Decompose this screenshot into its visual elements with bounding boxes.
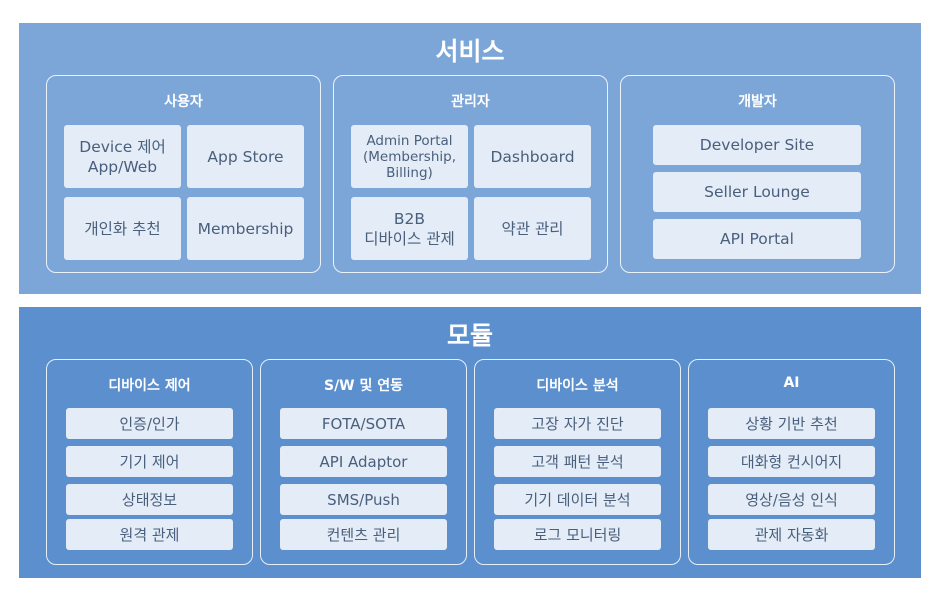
module-item-sms-push: SMS/Push [280, 484, 447, 515]
modules-group-sw-integration: S/W 및 연동 FOTA/SOTA API Adaptor SMS/Push … [260, 359, 467, 565]
services-panel: 서비스 사용자 Device 제어 App/Web App Store 개인화 … [19, 23, 921, 294]
module-item-status-info: 상태정보 [66, 484, 233, 515]
module-item-fota-sota: FOTA/SOTA [280, 408, 447, 439]
module-item-api-adaptor: API Adaptor [280, 446, 447, 477]
module-item-monitoring-automation: 관제 자동화 [708, 519, 875, 550]
services-group-user: 사용자 Device 제어 App/Web App Store 개인화 추천 M… [46, 75, 321, 273]
group-title-admin: 관리자 [451, 94, 490, 110]
service-item-admin-portal: Admin Portal (Membership, Billing) [351, 125, 468, 188]
modules-panel: 모듈 디바이스 제어 인증/인가 기기 제어 상태정보 원격 관제 S/W 및 … [19, 307, 921, 578]
group-title-device-control: 디바이스 제어 [108, 378, 191, 394]
services-group-admin: 관리자 Admin Portal (Membership, Billing) D… [333, 75, 608, 273]
module-item-device-data-analysis: 기기 데이터 분석 [494, 484, 661, 515]
services-title: 서비스 [435, 37, 505, 66]
module-item-customer-pattern: 고객 패턴 분석 [494, 446, 661, 477]
group-title-ai: AI [783, 375, 800, 391]
service-item-device-control-app: Device 제어 App/Web [64, 125, 181, 188]
module-item-device-control: 기기 제어 [66, 446, 233, 477]
module-item-auth: 인증/인가 [66, 408, 233, 439]
modules-group-ai: AI 상황 기반 추천 대화형 컨시어지 영상/음성 인식 관제 자동화 [688, 359, 895, 565]
service-item-personalized-recommendation: 개인화 추천 [64, 197, 181, 260]
group-title-sw-integration: S/W 및 연동 [323, 378, 404, 394]
services-group-developer: 개발자 Developer Site Seller Lounge API Por… [620, 75, 895, 273]
group-title-developer: 개발자 [738, 94, 777, 110]
module-item-self-diagnosis: 고장 자가 진단 [494, 408, 661, 439]
service-item-developer-site: Developer Site [653, 125, 861, 165]
service-item-dashboard: Dashboard [474, 125, 591, 188]
module-item-content-management: 컨텐츠 관리 [280, 519, 447, 550]
service-item-b2b-device-monitoring: B2B 디바이스 관제 [351, 197, 468, 260]
module-item-log-monitoring: 로그 모니터링 [494, 519, 661, 550]
service-item-api-portal: API Portal [653, 219, 861, 259]
service-item-terms-management: 약관 관리 [474, 197, 591, 260]
modules-title: 모듈 [446, 321, 493, 350]
module-item-vision-voice-recognition: 영상/음성 인식 [708, 484, 875, 515]
modules-group-device-analysis: 디바이스 분석 고장 자가 진단 고객 패턴 분석 기기 데이터 분석 로그 모… [474, 359, 681, 565]
modules-group-device-control: 디바이스 제어 인증/인가 기기 제어 상태정보 원격 관제 [46, 359, 253, 565]
group-title-user: 사용자 [164, 94, 203, 110]
module-item-conversational-concierge: 대화형 컨시어지 [708, 446, 875, 477]
module-item-context-recommendation: 상황 기반 추천 [708, 408, 875, 439]
service-item-membership: Membership [187, 197, 304, 260]
module-item-remote-monitoring: 원격 관제 [66, 519, 233, 550]
service-item-seller-lounge: Seller Lounge [653, 172, 861, 212]
group-title-device-analysis: 디바이스 분석 [536, 378, 619, 394]
service-item-app-store: App Store [187, 125, 304, 188]
